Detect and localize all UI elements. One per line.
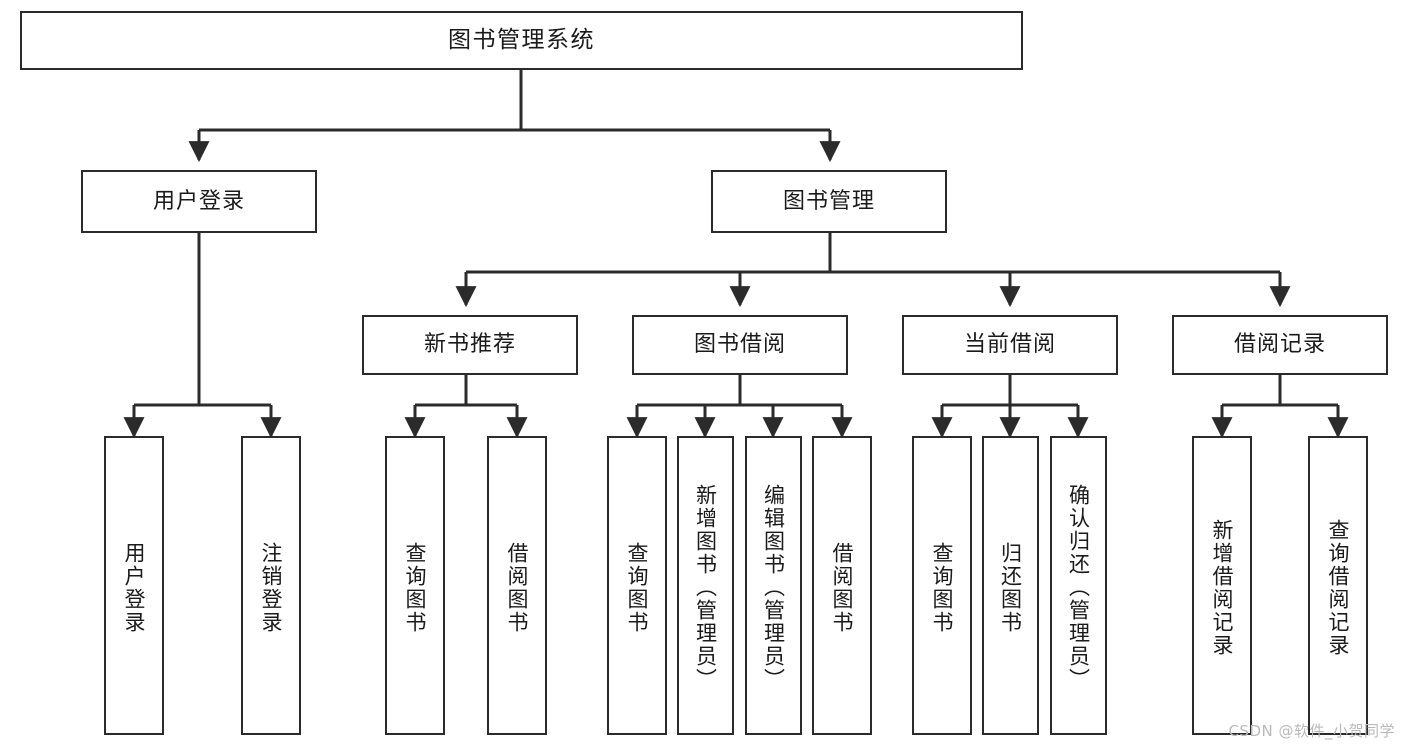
node-leaf-query-book-1[interactable]: 查询图书 <box>385 436 445 735</box>
node-label: 注销登录 <box>259 541 284 634</box>
node-current-borrow[interactable]: 当前借阅 <box>902 315 1118 375</box>
node-leaf-logout-login[interactable]: 注销登录 <box>241 436 301 735</box>
node-label: 用户登录 <box>152 188 245 214</box>
node-leaf-add-record[interactable]: 新增借阅记录 <box>1192 436 1252 735</box>
node-label: 借阅记录 <box>1233 332 1326 358</box>
node-user-login[interactable]: 用户登录 <box>81 170 317 233</box>
node-label: 确认归还（管理员） <box>1066 484 1091 691</box>
node-label: 图书管理 <box>782 188 875 214</box>
node-book-borrow[interactable]: 图书借阅 <box>632 315 848 375</box>
node-leaf-query-record[interactable]: 查询借阅记录 <box>1308 436 1368 735</box>
node-label: 图书借阅 <box>693 332 786 358</box>
node-label: 借阅图书 <box>830 541 855 634</box>
node-leaf-return-book[interactable]: 归还图书 <box>982 436 1039 735</box>
node-label: 新书推荐 <box>423 332 516 358</box>
node-leaf-borrow-book-1[interactable]: 借阅图书 <box>487 436 547 735</box>
node-label: 查询图书 <box>403 541 428 634</box>
node-label: 新增借阅记录 <box>1210 518 1235 657</box>
node-label: 归还图书 <box>998 541 1023 634</box>
node-label: 查询图书 <box>930 541 955 634</box>
node-label: 当前借阅 <box>963 332 1056 358</box>
node-borrow-record[interactable]: 借阅记录 <box>1172 315 1388 375</box>
node-label: 图书管理系统 <box>448 27 595 54</box>
node-leaf-user-login[interactable]: 用户登录 <box>104 436 164 735</box>
node-label: 新增图书（管理员） <box>693 484 718 691</box>
node-leaf-add-book[interactable]: 新增图书（管理员） <box>677 436 734 735</box>
node-label: 借阅图书 <box>505 541 530 634</box>
node-label: 编辑图书（管理员） <box>761 484 786 691</box>
node-leaf-confirm-return[interactable]: 确认归还（管理员） <box>1050 436 1107 735</box>
node-leaf-edit-book[interactable]: 编辑图书（管理员） <box>745 436 802 735</box>
node-new-book-recommend[interactable]: 新书推荐 <box>362 315 578 375</box>
node-leaf-query-book-2[interactable]: 查询图书 <box>607 436 667 735</box>
node-book-management[interactable]: 图书管理 <box>711 170 947 233</box>
node-book-management-system[interactable]: 图书管理系统 <box>20 11 1023 70</box>
node-leaf-borrow-book-2[interactable]: 借阅图书 <box>812 436 872 735</box>
node-label: 查询图书 <box>625 541 650 634</box>
node-label: 查询借阅记录 <box>1326 518 1351 657</box>
node-leaf-query-book-3[interactable]: 查询图书 <box>912 436 972 735</box>
node-label: 用户登录 <box>122 541 147 634</box>
